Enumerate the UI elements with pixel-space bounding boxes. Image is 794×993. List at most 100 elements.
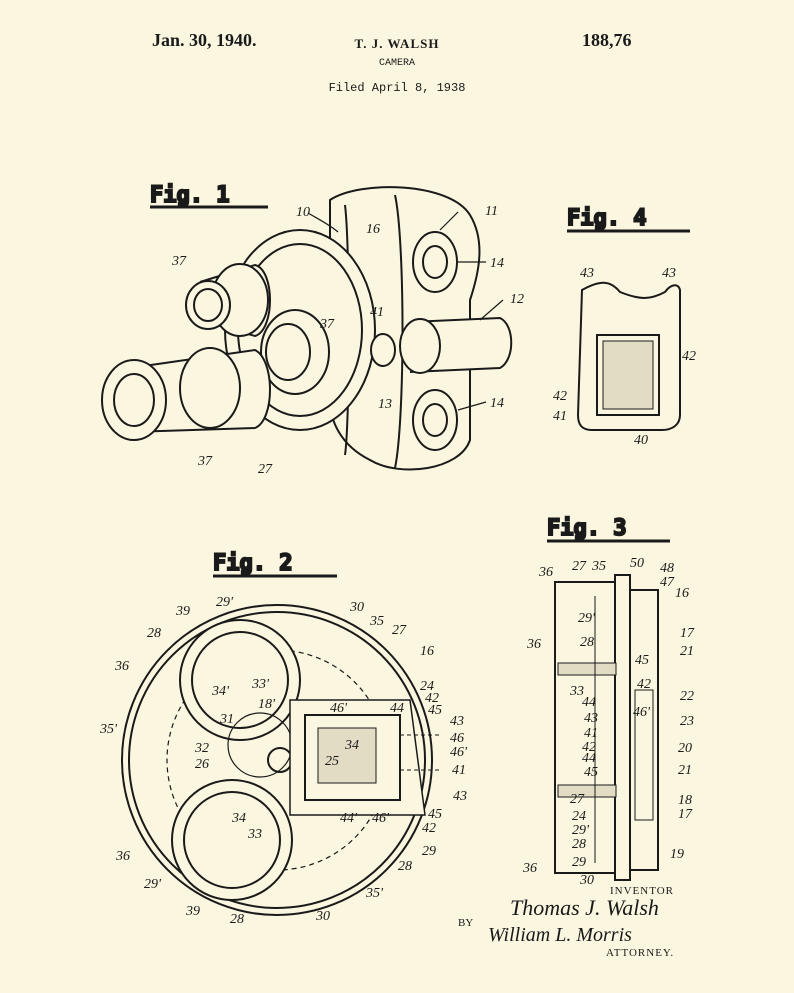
ref-label: 43 [584,711,598,726]
ref-label: 46' [372,811,390,826]
ref-label: 43 [580,266,594,281]
ref-label: 42 [425,691,439,706]
ref-label: 29' [216,595,234,610]
ref-label: 13 [378,397,392,412]
ref-label: 47 [660,575,675,590]
ref-label: 44 [390,701,404,716]
ref-label: 46' [633,705,651,720]
ref-label: 28 [572,837,586,852]
ref-label: 35 [369,614,384,629]
ref-label: 18 [678,793,692,808]
ref-label: 48 [660,561,674,576]
ref-label: 42 [637,677,651,692]
ref-label: 37 [171,254,187,269]
ref-label: 34 [344,738,359,753]
ref-label: 29' [144,877,162,892]
ref-label: 31 [219,712,234,727]
ref-label: 29' [572,823,590,838]
ref-label: 28 [147,626,161,641]
ref-label: 42 [582,740,596,755]
ref-label: 45 [428,807,442,822]
ref-label: 17 [678,807,693,822]
ref-label: 19 [670,847,684,862]
ref-label: 27 [572,559,587,574]
attorney-label: ATTORNEY. [606,947,675,959]
ref-label: 36 [114,659,129,674]
ref-label: 30 [579,873,594,888]
ref-label: 14 [490,396,504,411]
ref-label: 29 [422,844,436,859]
inventor-label: INVENTOR [610,885,675,897]
ref-label: 41 [452,763,466,778]
fig2-turret [121,604,440,916]
ref-label: 30 [315,909,330,924]
inventor-signature: Thomas J. Walsh [510,895,659,920]
ref-label: 17 [680,626,695,641]
ref-label: 25 [325,754,339,769]
ref-label: 39 [185,904,200,919]
ref-label: 24 [420,679,434,694]
ref-label: 35' [99,722,118,737]
fig4-refs: 43 43 42 42 41 40 [553,266,696,448]
patent-title: CAMERA [378,58,415,69]
ref-label: 27 [570,792,585,807]
ref-label: 10 [296,205,310,220]
ref-label: 35' [365,886,384,901]
ref-label: 29 [572,855,586,870]
ref-label: 28 [398,859,412,874]
ref-label: 46' [450,745,468,760]
ref-label: 34 [231,811,246,826]
fig1-refs: 10 11 16 37 37 41 12 14 14 13 37 27 [171,204,524,477]
ref-label: 36 [538,565,553,580]
ref-label: 20 [678,741,692,756]
ref-label: 16 [675,586,689,601]
ref-label: 29' [578,611,596,626]
patent-date: Jan. 30, 1940. [152,30,257,50]
fig2-refs: 29' 30 39 35 27 28 16 36 34' 33' 18' 24 … [99,595,468,927]
ref-label: 41 [584,726,598,741]
patent-number: 188,76 [582,30,632,50]
ref-label: 24 [572,809,586,824]
ref-label: 27 [258,462,273,477]
ref-label: 41 [553,409,567,424]
ref-label: 37 [197,454,213,469]
ref-label: 26 [195,757,209,772]
ref-label: 45 [428,703,442,718]
ref-label: 28 [230,912,244,927]
ref-label: 22 [680,689,694,704]
fig4-label: Fig. 4 [567,206,646,231]
ref-label: 45 [584,765,598,780]
ref-label: 40 [634,433,648,448]
ref-label: 43 [453,789,467,804]
ref-label: 45 [635,653,649,668]
ref-label: 42 [682,349,696,364]
ref-label: 42 [553,389,567,404]
ref-label: 11 [485,204,498,219]
fig1-label: Fig. 1 [150,183,229,208]
fig3-section [554,574,659,881]
ref-label: 41 [370,305,384,320]
ref-label: 32 [194,741,209,756]
ref-label: 21 [678,763,692,778]
ref-label: 44 [582,751,596,766]
ref-label: 16 [366,222,380,237]
ref-label: 33 [569,684,584,699]
ref-label: 46' [330,701,348,716]
ref-label: 30 [349,600,364,615]
ref-label: 33 [247,827,262,842]
ref-label: 28 [580,635,594,650]
ref-label: 37 [319,317,335,332]
ref-label: 50 [630,556,644,571]
ref-label: 44' [340,811,358,826]
ref-label: 18' [258,697,276,712]
inventor-name: T. J. WALSH [354,36,440,51]
ref-label: 36 [522,861,537,876]
ref-label: 23 [680,714,694,729]
ref-label: 34' [211,684,230,699]
fig3-label: Fig. 3 [547,516,626,541]
by-label: BY [458,917,474,929]
fig1-camera [101,186,513,471]
ref-label: 12 [510,292,524,307]
ref-label: 21 [680,644,694,659]
